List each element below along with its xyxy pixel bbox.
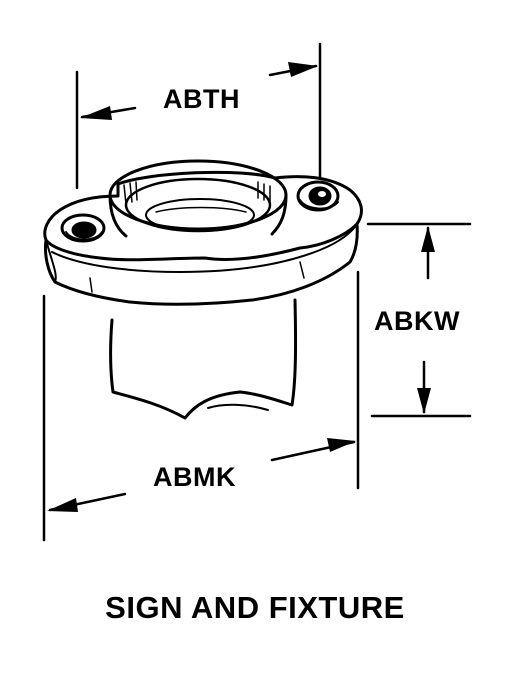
abkw-label: ABKW	[374, 306, 460, 336]
abmk-arrowhead-right	[327, 438, 356, 452]
abth-arrowhead-right	[288, 62, 318, 77]
figure-caption: SIGN AND FIXTURE	[105, 590, 405, 625]
abkw-dimension	[366, 222, 472, 418]
abmk-label: ABMK	[153, 462, 236, 492]
abmk-arrowhead-left	[47, 498, 78, 512]
flange-plate	[43, 170, 363, 306]
mounting-hole-left	[60, 213, 106, 243]
abth-label: ABTH	[163, 84, 240, 114]
abth-dimension	[75, 42, 322, 190]
abmk-dimension	[42, 270, 360, 542]
abkw-arrowhead-top	[421, 226, 435, 252]
cup-collar	[108, 159, 288, 238]
abth-arrowhead-left	[80, 106, 112, 120]
fixture-body	[109, 298, 298, 420]
mounting-hole-right	[296, 180, 340, 212]
abkw-arrowhead-bottom	[417, 388, 431, 414]
